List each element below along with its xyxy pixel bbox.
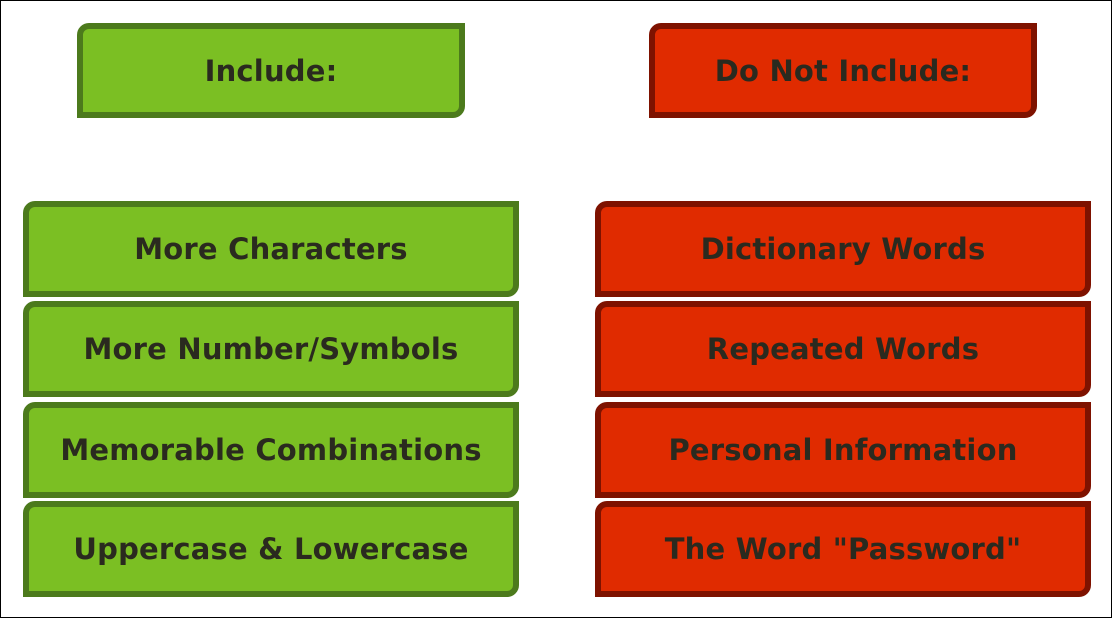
do-not-include-header: Do Not Include: [649,23,1037,118]
include-item-more-characters: More Characters [23,201,519,297]
include-header: Include: [77,23,465,118]
include-item-upper-lowercase: Uppercase & Lowercase [23,501,519,597]
exclude-item-word-password: The Word "Password" [595,501,1091,597]
exclude-item-repeated-words: Repeated Words [595,301,1091,397]
include-item-memorable-combinations: Memorable Combinations [23,402,519,498]
include-item-more-numbers-symbols: More Number/Symbols [23,301,519,397]
exclude-item-personal-information: Personal Information [595,402,1091,498]
exclude-item-dictionary-words: Dictionary Words [595,201,1091,297]
